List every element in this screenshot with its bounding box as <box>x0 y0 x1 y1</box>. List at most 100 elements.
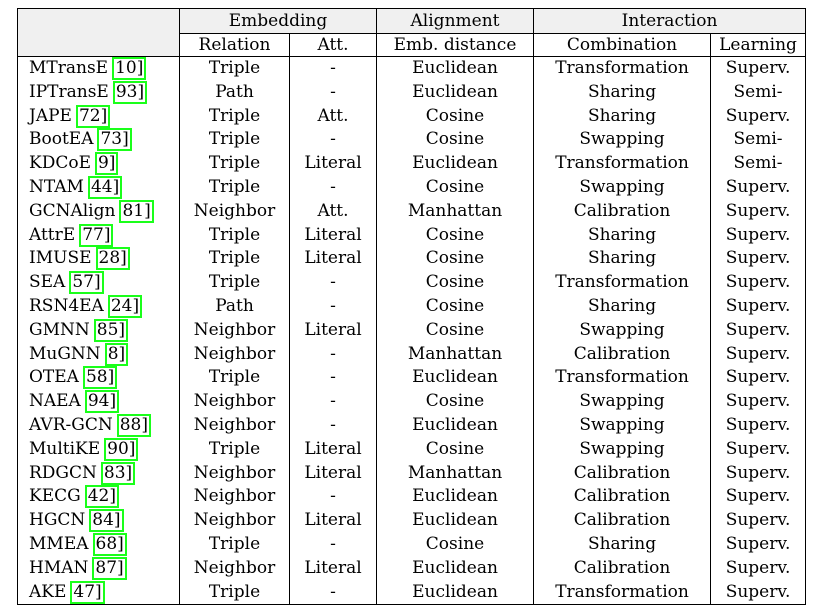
cell-learning: Superv. <box>725 105 791 126</box>
cell-combination: Sharing <box>533 247 712 272</box>
citation-ref-link[interactable]: 81] <box>119 199 154 223</box>
citation-ref-link[interactable]: 47] <box>70 580 105 604</box>
citation-ref-link[interactable]: 85] <box>93 318 129 342</box>
cell-relation: Neighbor <box>179 509 290 533</box>
cell-att: Literal <box>289 247 378 272</box>
citation-ref-link[interactable]: 24] <box>107 294 143 318</box>
method-name: KECG <box>29 486 81 507</box>
citation-ref-link[interactable]: 57] <box>69 271 104 295</box>
citation-ref-link[interactable]: 44] <box>87 175 123 199</box>
header-group-embedding: Embedding <box>179 8 378 34</box>
cell-relation: Neighbor <box>179 461 290 486</box>
citation-ref-link[interactable]: 28] <box>95 247 130 271</box>
citation-ref-link[interactable]: 94] <box>84 390 120 414</box>
cell-emb-distance: Euclidean <box>376 56 535 81</box>
cell-att: - <box>289 366 378 391</box>
cell-learning: Superv. <box>725 557 791 578</box>
method-name: MuGNN <box>29 343 101 364</box>
method-name: AVR-GCN <box>29 414 113 435</box>
citation-ref-link[interactable]: 93] <box>112 80 148 104</box>
cell-att: - <box>289 342 378 367</box>
cell-learning: Semi- <box>733 153 783 174</box>
cell-learning: Superv. <box>725 367 791 388</box>
cell-learning: Superv. <box>725 200 791 221</box>
citation-ref-link[interactable]: 42] <box>84 485 119 509</box>
cell-relation: Triple <box>179 223 290 248</box>
citation-ref-link[interactable]: 83] <box>100 461 136 485</box>
citation-ref-link[interactable]: 87] <box>92 556 127 580</box>
cell-learning: Semi- <box>733 81 783 102</box>
cell-emb-distance: Euclidean <box>376 152 535 176</box>
cell-relation: Neighbor <box>179 556 290 581</box>
cell-combination: Swapping <box>533 318 712 343</box>
cell-combination: Sharing <box>533 223 712 248</box>
cell-learning: Superv. <box>725 438 791 459</box>
header-col-relation: Relation <box>179 33 290 57</box>
cell-emb-distance: Euclidean <box>376 366 535 391</box>
cell-att: - <box>289 271 378 295</box>
citation-ref-link[interactable]: 90] <box>104 437 139 461</box>
cell-learning: Superv. <box>725 248 791 269</box>
citation-ref-link[interactable]: 77] <box>79 223 114 247</box>
cell-att: - <box>289 175 378 200</box>
cell-learning: Superv. <box>725 486 791 507</box>
citation-ref-link[interactable]: 84] <box>89 509 124 533</box>
cell-emb-distance: Euclidean <box>376 80 535 105</box>
citation-ref-link[interactable]: 8] <box>104 342 129 366</box>
cell-emb-distance: Euclidean <box>376 413 535 438</box>
cell-relation: Neighbor <box>179 390 290 414</box>
method-name: GMNN <box>29 319 90 340</box>
citation-ref-link[interactable]: 88] <box>116 413 151 437</box>
cell-learning: Superv. <box>725 176 791 197</box>
citation-ref-link[interactable]: 68] <box>92 532 127 556</box>
cell-emb-distance: Cosine <box>376 223 535 248</box>
cell-att: Att. <box>289 104 378 129</box>
cell-emb-distance: Cosine <box>376 271 535 295</box>
header-group-alignment: Alignment <box>376 8 535 34</box>
cell-combination: Calibration <box>533 556 712 581</box>
citation-ref-link[interactable]: 9] <box>94 152 119 176</box>
cell-emb-distance: Manhattan <box>376 461 535 486</box>
citation-ref-link[interactable]: 10] <box>112 57 147 80</box>
cell-learning: Superv. <box>725 58 791 78</box>
cell-emb-distance: Euclidean <box>376 485 535 510</box>
cell-learning: Semi- <box>733 129 783 150</box>
cell-att: Att. <box>289 199 378 224</box>
cell-emb-distance: Cosine <box>376 532 535 557</box>
cell-att: - <box>289 413 378 438</box>
cell-combination: Transformation <box>533 580 712 605</box>
cell-learning: Superv. <box>725 319 791 340</box>
cell-learning: Superv. <box>725 343 791 364</box>
cell-att: Literal <box>289 437 378 462</box>
method-name: NTAM <box>29 176 84 197</box>
citation-ref-link[interactable]: 58] <box>82 366 118 390</box>
citation-ref-link[interactable]: 72] <box>75 104 111 128</box>
citation-ref-link[interactable]: 73] <box>97 128 132 152</box>
cell-combination: Calibration <box>533 509 712 533</box>
cell-att: Literal <box>289 556 378 581</box>
cell-emb-distance: Cosine <box>376 437 535 462</box>
cell-att: - <box>289 128 378 153</box>
cell-learning: Superv. <box>725 581 791 602</box>
